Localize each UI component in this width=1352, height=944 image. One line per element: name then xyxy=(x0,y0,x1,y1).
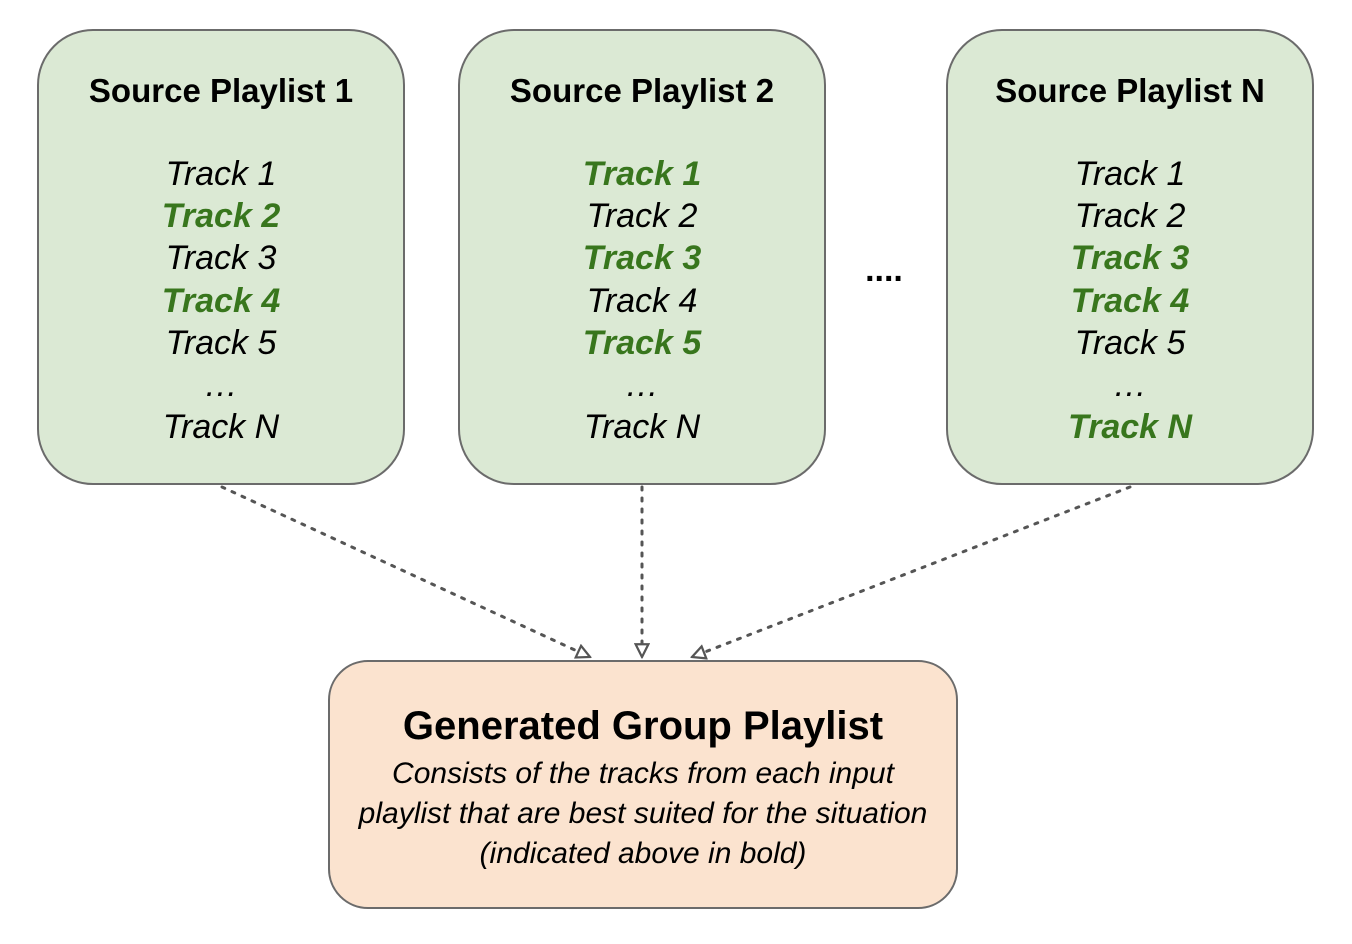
more-playlists-ellipsis: .... xyxy=(865,251,903,289)
connector-source-n-to-output xyxy=(692,485,1132,657)
source-playlist-n-box: Source Playlist N Track 1 Track 2 Track … xyxy=(946,29,1314,485)
track-item: Track 2 xyxy=(586,197,698,236)
track-item: … xyxy=(1113,365,1147,404)
track-item: Track 3 xyxy=(1070,239,1190,278)
track-item: Track 1 xyxy=(165,155,277,193)
track-item: Track 5 xyxy=(582,323,702,362)
track-item: Track 3 xyxy=(165,239,277,278)
track-item: Track 4 xyxy=(586,281,698,320)
track-item: Track 5 xyxy=(165,323,277,362)
generated-group-playlist-box: Generated Group Playlist Consists of the… xyxy=(328,660,958,909)
track-item: Track 5 xyxy=(1074,323,1186,362)
output-description: Consists of the tracks from each input p… xyxy=(358,757,928,870)
source-playlist-title: Source Playlist 1 xyxy=(88,72,354,109)
source-playlist-title: Source Playlist N xyxy=(995,72,1265,109)
track-item: Track 3 xyxy=(582,239,702,278)
track-item: Track 4 xyxy=(161,281,281,320)
track-item: Track 2 xyxy=(161,197,281,236)
track-item: Track 1 xyxy=(1074,155,1186,193)
track-list: Track 1 Track 2 Track 3 Track 4 Track 5 … xyxy=(460,153,824,448)
track-item: Track N xyxy=(583,408,701,447)
source-playlist-1-box: Source Playlist 1 Track 1 Track 2 Track … xyxy=(37,29,405,485)
track-item: Track 4 xyxy=(1070,281,1190,320)
output-title: Generated Group Playlist xyxy=(402,704,884,748)
track-list: Track 1 Track 2 Track 3 Track 4 Track 5 … xyxy=(39,153,403,448)
connector-source-1-to-output xyxy=(220,485,590,657)
track-item: Track 1 xyxy=(582,155,702,193)
track-item: Track N xyxy=(1067,408,1193,447)
track-item: … xyxy=(625,365,659,404)
source-playlist-title: Source Playlist 2 xyxy=(509,72,775,109)
track-list: Track 1 Track 2 Track 3 Track 4 Track 5 … xyxy=(948,153,1312,448)
track-item: Track 2 xyxy=(1074,197,1186,236)
track-item: Track N xyxy=(162,408,280,447)
source-playlist-2-box: Source Playlist 2 Track 1 Track 2 Track … xyxy=(458,29,826,485)
track-item: … xyxy=(204,365,238,404)
